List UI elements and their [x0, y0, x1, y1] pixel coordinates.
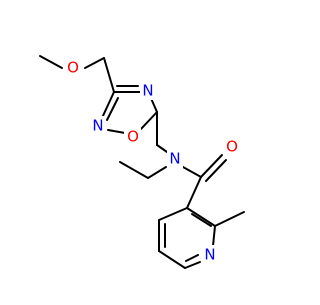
atom-n-oxadiazole-top: N	[142, 82, 153, 100]
bond-py-c2-methyl	[214, 211, 245, 227]
bond-n2-c3	[101, 91, 115, 119]
bond-namide-ethyl-ch2	[147, 166, 167, 179]
bond-py-c6-c5	[158, 250, 186, 269]
atom-o-oxadiazole: O	[127, 128, 139, 146]
bond-ch2-namide	[156, 144, 168, 153]
bond-py-c2-n1	[212, 225, 216, 247]
bond-carbonyl-o-double	[205, 159, 227, 182]
atom-label-layer: O N N O N O N	[65, 58, 241, 264]
atom-o-methoxy: O	[67, 59, 79, 77]
atom-n-amide: N	[169, 150, 180, 168]
bond-ethyl-ch2-ch3	[119, 161, 149, 179]
bond-o1-n2	[107, 129, 126, 134]
atom-o-carbonyl: O	[226, 138, 238, 156]
atom-n-oxadiazole-left: N	[92, 117, 103, 135]
bond-methoxy-methyl-o	[39, 55, 63, 69]
bond-c5-o1	[140, 111, 158, 130]
bond-carbonyl-o	[200, 154, 223, 178]
bond-py-c3-c2	[186, 207, 216, 227]
atom-n-pyridine: N	[204, 246, 215, 264]
molecule-structure: O N N O N O N	[39, 55, 245, 269]
bond-py-c4-c3	[158, 207, 188, 221]
molecule-canvas: O N N O N O N	[39, 55, 245, 269]
bond-py-n1-c6-double	[185, 254, 199, 262]
bond-o-ch2	[84, 57, 105, 69]
bond-py-n1-c6	[184, 261, 201, 269]
bond-py-c3-c2-double	[191, 213, 212, 227]
bond-n2-c3-double	[106, 97, 119, 121]
bond-ch2-c3	[103, 57, 115, 93]
bond-namide-carbonyl	[182, 166, 202, 178]
bond-carbonyl-pyridine	[186, 176, 202, 209]
